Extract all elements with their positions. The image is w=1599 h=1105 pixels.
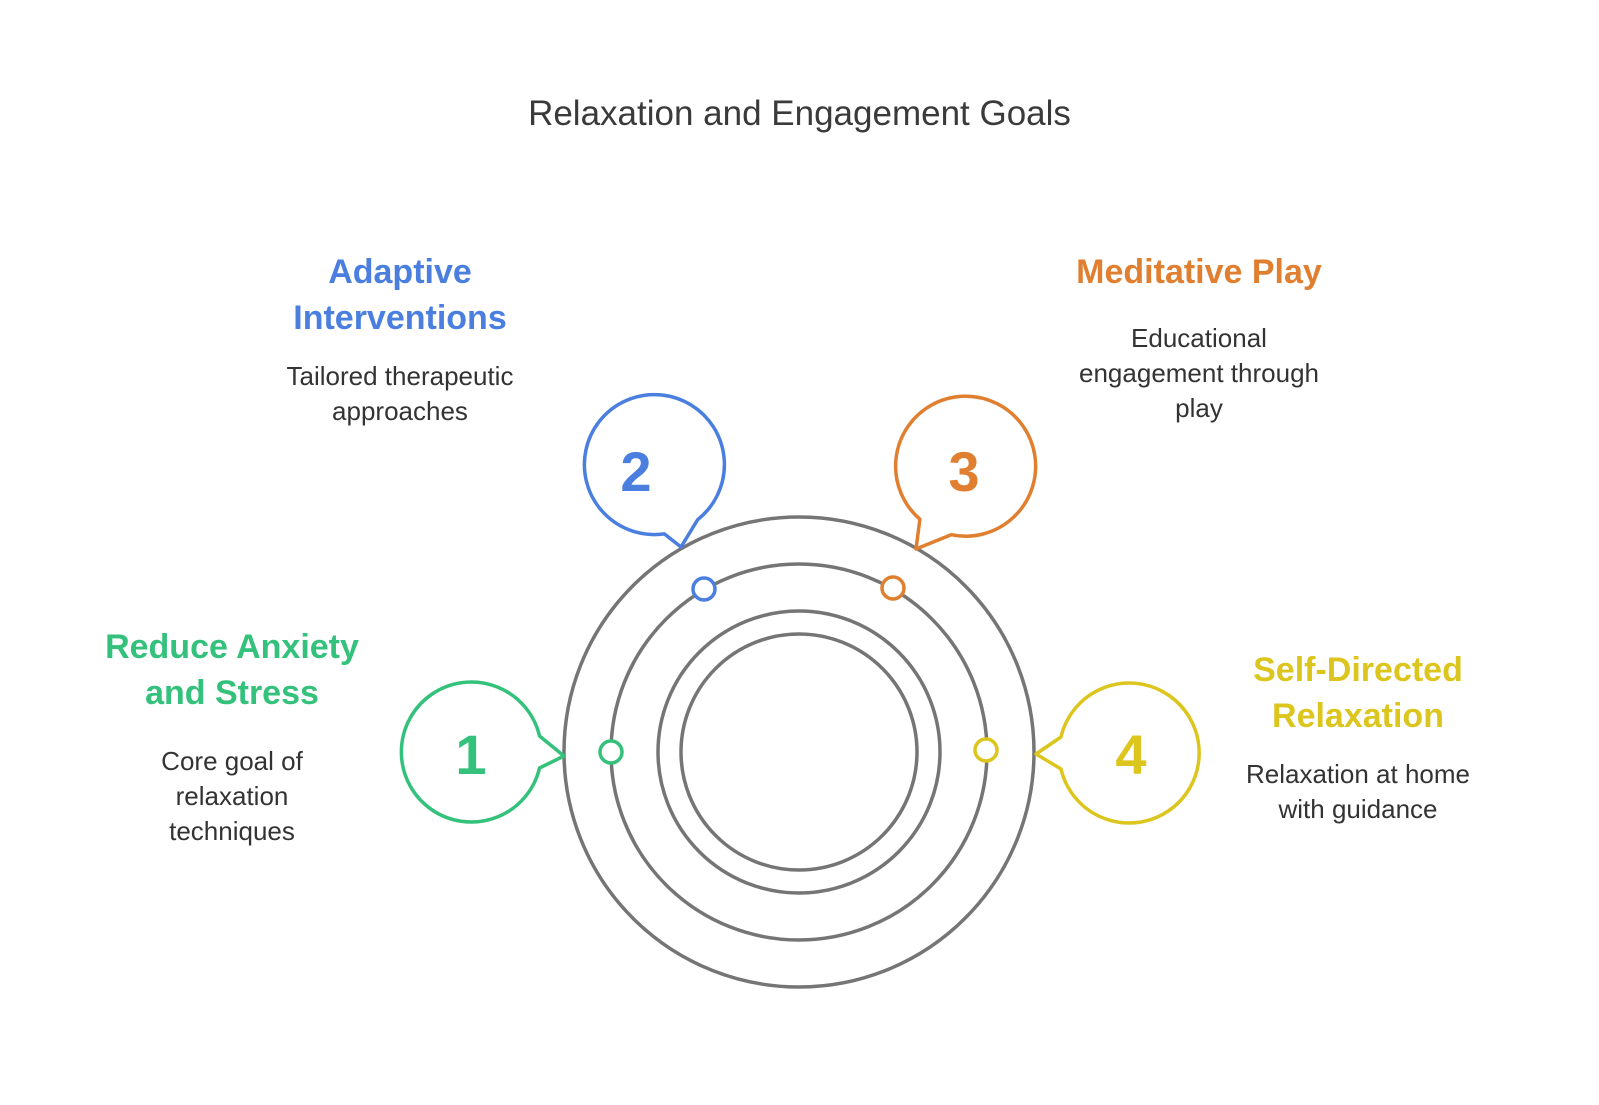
goal-description-4-line1: Relaxation at home <box>1245 759 1471 789</box>
goal-description-4: Relaxation at home with guidance <box>1198 757 1518 827</box>
goal-heading-4-line2: Relaxation <box>1272 697 1444 735</box>
goal-heading-2-line2: Interventions <box>293 299 507 337</box>
goal-description-3-line3: play <box>1175 393 1223 423</box>
goal-heading-1: Reduce Anxiety and Stress <box>72 624 392 716</box>
goal-description-3-line2: engagement through <box>1079 358 1319 388</box>
goal-block-3: Meditative Play Educational engagement t… <box>1029 249 1369 426</box>
marker-dot-1 <box>598 739 624 765</box>
goal-heading-2: Adaptive Interventions <box>240 249 560 341</box>
goal-heading-2-line1: Adaptive <box>328 253 472 291</box>
goal-block-4: Self-Directed Relaxation Relaxation at h… <box>1198 647 1518 827</box>
goal-description-3-line1: Educational <box>1131 323 1267 353</box>
goal-heading-1-line2: and Stress <box>145 674 319 712</box>
step-number-3: 3 <box>948 440 980 503</box>
goal-description-1-line3: techniques <box>169 816 295 846</box>
goal-description-1: Core goal of relaxation techniques <box>72 744 392 849</box>
goal-block-2: Adaptive Interventions Tailored therapeu… <box>240 249 560 429</box>
goal-description-2-line2: approaches <box>332 396 468 426</box>
speech-bubble-2 <box>582 392 727 549</box>
speech-bubble-1 <box>399 680 566 824</box>
goal-description-1-line1: Core goal of <box>161 746 303 776</box>
goal-heading-4: Self-Directed Relaxation <box>1198 647 1518 739</box>
goal-heading-3: Meditative Play <box>1029 249 1369 295</box>
goal-description-1-line2: relaxation <box>175 781 289 811</box>
marker-dot-4 <box>973 737 999 763</box>
goal-description-4-line2: with guidance <box>1278 794 1438 824</box>
inner-ring <box>679 632 919 872</box>
diagram-title: Relaxation and Engagement Goals <box>528 94 1071 133</box>
step-number-4: 4 <box>1115 723 1147 786</box>
second-ring <box>609 562 989 942</box>
outer-ring <box>562 515 1036 989</box>
step-number-1: 1 <box>455 723 487 786</box>
goal-block-1: Reduce Anxiety and Stress Core goal of r… <box>72 624 392 849</box>
goal-heading-1-line1: Reduce Anxiety <box>105 628 359 666</box>
goal-description-3: Educational engagement through play <box>1029 321 1369 426</box>
goal-heading-3-line1: Meditative Play <box>1076 253 1322 291</box>
speech-bubble-3 <box>893 394 1038 551</box>
marker-dot-2 <box>691 576 717 602</box>
goal-heading-4-line1: Self-Directed <box>1253 651 1463 689</box>
goal-description-2: Tailored therapeutic approaches <box>240 359 560 429</box>
marker-dot-3 <box>880 575 906 601</box>
third-ring <box>656 609 942 895</box>
goal-description-2-line1: Tailored therapeutic <box>286 361 514 391</box>
step-number-2: 2 <box>620 440 652 503</box>
speech-bubble-4 <box>1034 681 1201 825</box>
